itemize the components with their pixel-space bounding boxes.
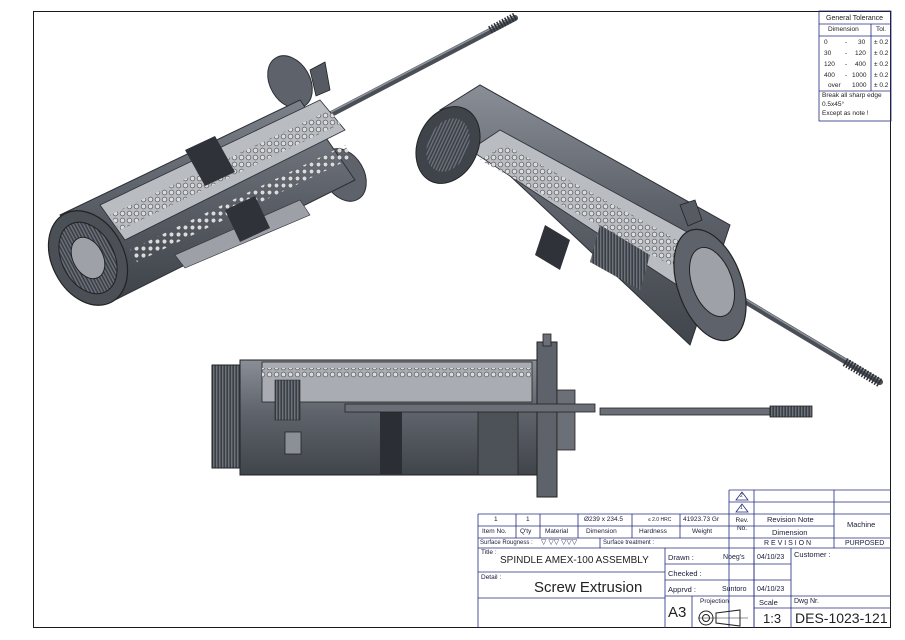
dimension-header: Dimension	[586, 528, 617, 535]
tolerance-header-dimension: Dimension	[828, 26, 859, 33]
tolerance-row-tol: ± 0.2	[874, 61, 889, 68]
tolerance-table	[818, 10, 892, 122]
dwg-no-value: DES-1023-121	[795, 610, 888, 626]
item-no-header: Item No.	[482, 528, 507, 535]
tolerance-row-to: 400	[855, 61, 866, 68]
weight-value: 41923.73 Gr	[683, 516, 720, 523]
revision-triangles	[735, 491, 749, 513]
surface-treatment-label: Surface treatment :	[603, 540, 655, 546]
revision-marker: 1	[740, 505, 743, 511]
tolerance-row-sep: -	[845, 39, 848, 46]
weight-header: Weight	[692, 528, 713, 535]
revision-label: R E V I S I O N	[764, 540, 812, 547]
dwg-no-label: Dwg Nr.	[794, 598, 819, 605]
third-angle-projection-icon	[698, 609, 748, 627]
tolerance-row-tol: ± 0.2	[874, 82, 889, 89]
isometric-view-right	[415, 84, 883, 387]
tolerance-row-to: 1000	[852, 82, 867, 89]
tolerance-row-sep: -	[845, 50, 848, 57]
tolerance-title: General Tolerance	[826, 15, 884, 22]
paper-size: A3	[668, 604, 687, 621]
tolerance-row-sep: -	[845, 72, 848, 79]
drawing-frame	[33, 11, 891, 628]
revision-marker: 2	[740, 493, 743, 499]
tolerance-row-from: over	[828, 82, 841, 89]
projection-label: Projection	[700, 598, 729, 605]
tolerance-note: Except as note !	[822, 110, 869, 117]
surface-roughness-label: Surface Rougness :	[480, 540, 533, 546]
qty-value: 1	[526, 516, 530, 523]
tolerance-row-sep: -	[845, 61, 848, 68]
machine-label: Machine	[847, 520, 876, 529]
tolerance-row-from: 0	[824, 39, 828, 46]
tolerance-row-tol: ± 0.2	[874, 72, 889, 79]
title-label: Title :	[481, 549, 497, 556]
dimension-value: Ø239 x 234.5	[584, 516, 624, 523]
drawn-by: Noeg's	[723, 554, 745, 561]
tolerance-row-from: 30	[824, 50, 832, 57]
drawn-label: Drawn :	[668, 553, 694, 562]
checked-label: Checked :	[668, 569, 702, 578]
status-badge: PURPOSED	[845, 540, 885, 547]
detail-value: Screw Extrusion	[534, 579, 643, 596]
tolerance-note: Break all sharp edge	[822, 92, 882, 99]
tolerance-note: 0.5x45°	[822, 101, 845, 108]
title-block-grid	[477, 489, 891, 628]
material-header: Material	[545, 528, 569, 535]
tolerance-row-to: 1000	[852, 72, 867, 79]
scale-label: Scale	[759, 598, 778, 607]
qty-header: Q'ty	[520, 528, 532, 535]
hardness-value: ≤ 2.0 HRC	[648, 517, 672, 523]
customer-label: Customer :	[794, 550, 831, 559]
approved-date: 04/10/23	[757, 586, 785, 593]
drawing-title: SPINDLE AMEX-100 ASSEMBLY	[500, 555, 649, 566]
item-no-value: 1	[494, 516, 498, 523]
tolerance-row-tol: ± 0.2	[874, 50, 889, 57]
tolerance-row-tol: ± 0.2	[874, 39, 889, 46]
rev-no-label: Rev. No.	[735, 517, 749, 533]
side-view	[211, 333, 813, 498]
hardness-header: Hardness	[639, 528, 667, 535]
detail-label: Detail :	[481, 574, 502, 581]
scale-value: 1:3	[763, 611, 782, 626]
tolerance-row-from: 120	[824, 61, 835, 68]
tolerance-row-from: 400	[824, 72, 835, 79]
approved-by: Suntoro	[722, 586, 747, 593]
isometric-view-left	[47, 12, 518, 306]
revision-note-label: Revision Note	[767, 515, 814, 524]
tolerance-row-to: 30	[858, 39, 866, 46]
tolerance-row-to: 120	[855, 50, 866, 57]
revision-dimension-label: Dimension	[772, 528, 808, 537]
roughness-symbols: ▽ ▽▽ ▽▽▽	[541, 539, 578, 546]
tolerance-header-tol: Tol.	[876, 26, 887, 33]
approved-label: Apprvd :	[668, 585, 696, 594]
drawn-date: 04/10/23	[757, 554, 785, 561]
